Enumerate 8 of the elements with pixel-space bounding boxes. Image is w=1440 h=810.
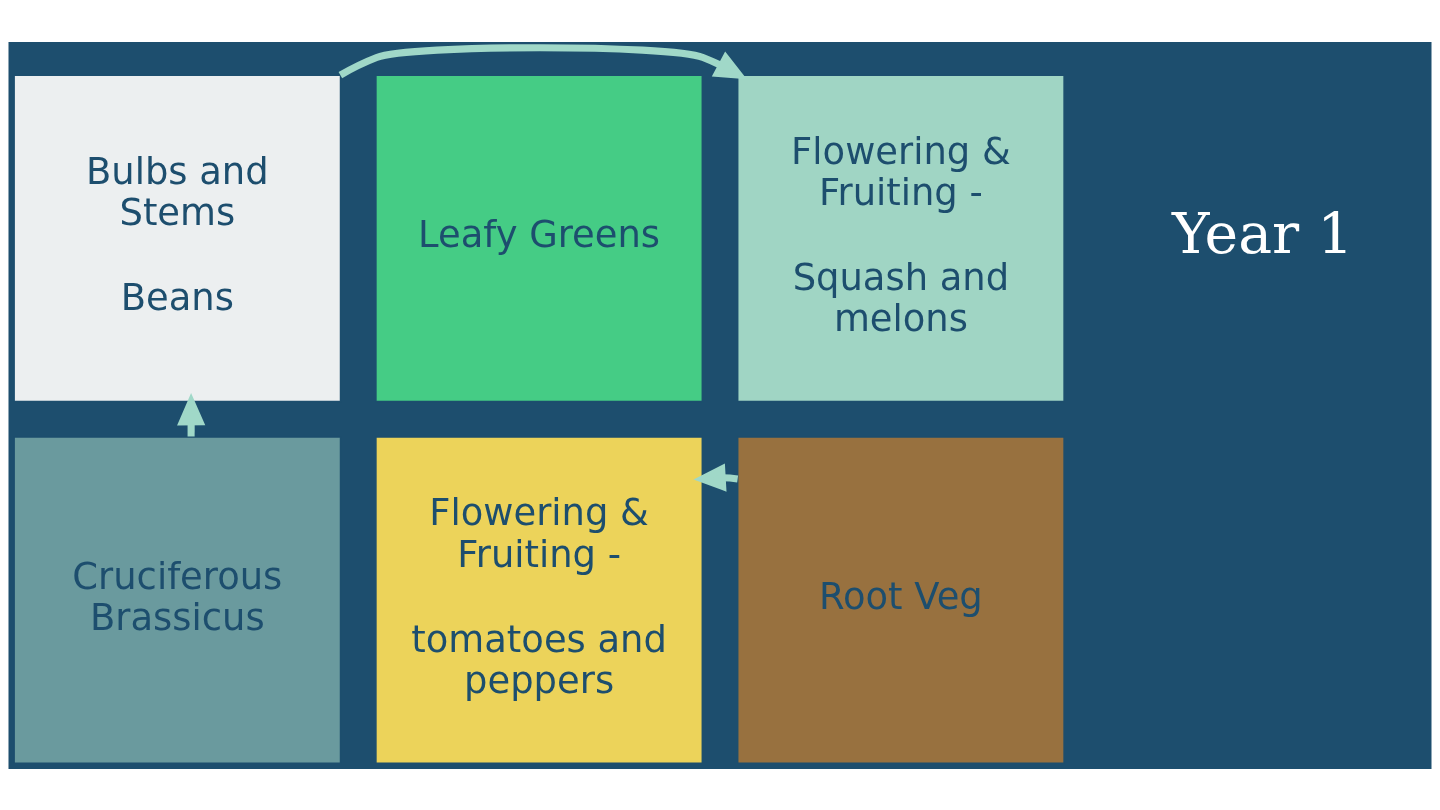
node-box: Flowering & Fruiting - tomatoes and peppers [375, 435, 703, 764]
node-box: Leafy Greens [375, 74, 703, 402]
node-box: Flowering & Fruiting - Squash and melons [737, 74, 1065, 402]
node-box: Bulbs and Stems Beans [13, 74, 342, 402]
node-box: Cruciferous Brassicus [13, 435, 342, 764]
arrow [338, 43, 747, 79]
node-box: Root Veg [737, 435, 1065, 764]
label: Year 1 [1172, 199, 1354, 266]
